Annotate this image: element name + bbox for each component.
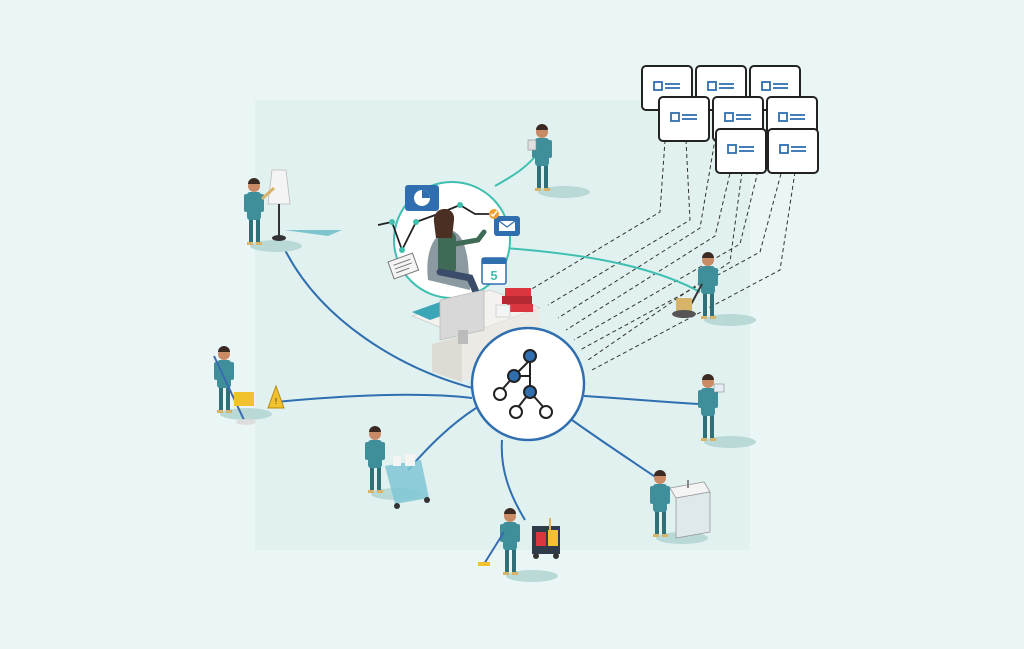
- hub[interactable]: [470, 326, 586, 442]
- janitor-cart: [532, 518, 560, 559]
- tablet-prop: [527, 139, 537, 151]
- broom-prop: [478, 531, 505, 566]
- worker-trolley[interactable]: [365, 426, 430, 509]
- task-card-icon: [761, 81, 771, 91]
- task-card[interactable]: [767, 128, 819, 174]
- lamp-prop: [267, 169, 291, 241]
- task-card-icon: [653, 81, 663, 91]
- worker-mopping[interactable]: !: [213, 346, 285, 425]
- desk: [410, 288, 542, 382]
- task-card-icon: [707, 81, 717, 91]
- task-cards: [641, 65, 819, 174]
- worker-reading[interactable]: [698, 374, 756, 448]
- svg-text:!: !: [275, 397, 277, 406]
- worker-floor-polisher[interactable]: [672, 252, 756, 326]
- task-card-icon: [779, 144, 789, 154]
- worker-sink[interactable]: [650, 470, 711, 544]
- paper-prop: [713, 383, 725, 393]
- connection-worker-sweeping: [500, 439, 526, 521]
- task-card-icon: [670, 112, 680, 122]
- hierarchy-tree-icon: [493, 349, 553, 419]
- worker-tablet[interactable]: [527, 124, 590, 198]
- floor-polisher-prop: [672, 283, 703, 318]
- pie-chart-icon: [405, 185, 439, 211]
- mop-prop: [213, 355, 256, 425]
- task-card-icon: [727, 144, 737, 154]
- monitor: [439, 289, 485, 344]
- checkmark-icon: [489, 209, 499, 219]
- mail-icon: [494, 216, 520, 236]
- worker-sweeping[interactable]: [478, 508, 560, 582]
- task-card-icon: [778, 112, 788, 122]
- manager-station: 5: [377, 181, 520, 299]
- task-card-icon: [724, 112, 734, 122]
- connection-worker-floor-polisher: [504, 247, 701, 293]
- cleaning-trolley: [385, 454, 430, 509]
- manager-figure: [427, 208, 487, 296]
- task-card[interactable]: [658, 96, 710, 142]
- document-icon: [387, 252, 420, 280]
- connection-worker-mopping: [275, 393, 473, 403]
- worker-dusting[interactable]: [244, 169, 342, 252]
- connection-worker-dusting: [283, 247, 481, 391]
- wet-floor-sign: !: [234, 384, 285, 409]
- trend-line: [377, 203, 493, 253]
- calendar-day: 5: [490, 268, 497, 283]
- task-connectors: [529, 109, 796, 371]
- books: [495, 288, 533, 318]
- connection-worker-reading: [583, 395, 701, 405]
- connection-worker-sink: [571, 419, 661, 481]
- task-card[interactable]: [715, 128, 767, 174]
- calendar-icon: 5: [481, 257, 507, 285]
- sink-prop: [669, 480, 711, 539]
